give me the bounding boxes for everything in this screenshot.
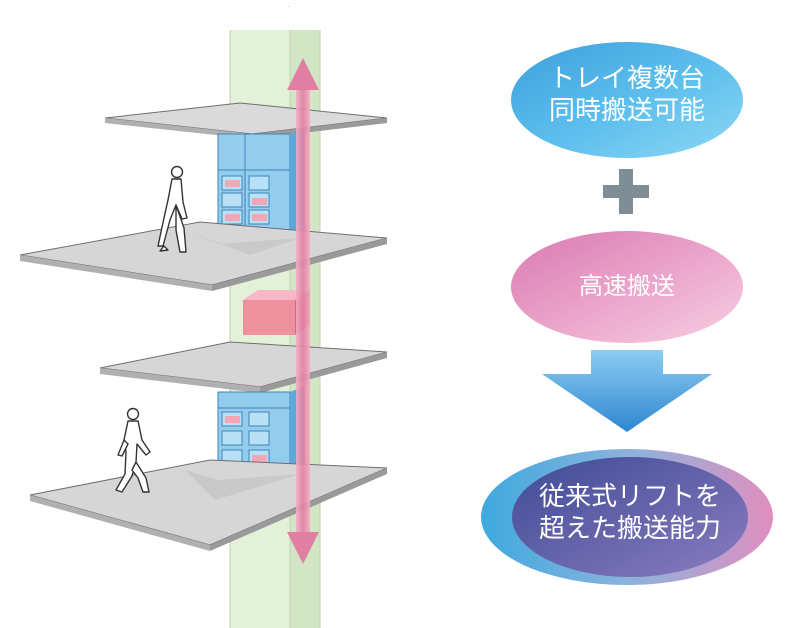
tray-slots	[221, 175, 270, 225]
walking-person-icon	[115, 407, 151, 493]
floor-slab-2	[19, 221, 388, 291]
walking-person-icon	[157, 165, 188, 253]
double-arrow-vertical-icon	[287, 58, 319, 564]
bubble-multi-tray-label: トレイ複数台 同時搬送可能	[527, 64, 727, 127]
bubble-high-speed	[511, 231, 743, 343]
bubble-high-speed-label: 高速搬送	[527, 272, 727, 301]
bubble-capacity	[481, 449, 773, 585]
bubble-multi-tray-line-1: トレイ複数台	[548, 64, 705, 94]
bubble-high-speed-line-1: 高速搬送	[579, 272, 675, 300]
bubble-capacity-line-2: 超えた搬送能力	[538, 513, 721, 544]
floor-slab-3	[99, 341, 388, 393]
floor-slab-4	[29, 459, 388, 551]
arrow-down-icon	[542, 350, 712, 432]
bubble-capacity-line-1: 従来式リフトを	[538, 482, 721, 512]
bubble-multi-tray-line-2: 同時搬送可能	[548, 95, 705, 126]
bubble-capacity-label: 従来式リフトを 超えた搬送能力	[530, 482, 730, 545]
stray-mark: ·	[288, 4, 290, 11]
plus-icon	[603, 169, 649, 214]
bubble-multi-tray	[511, 42, 743, 158]
